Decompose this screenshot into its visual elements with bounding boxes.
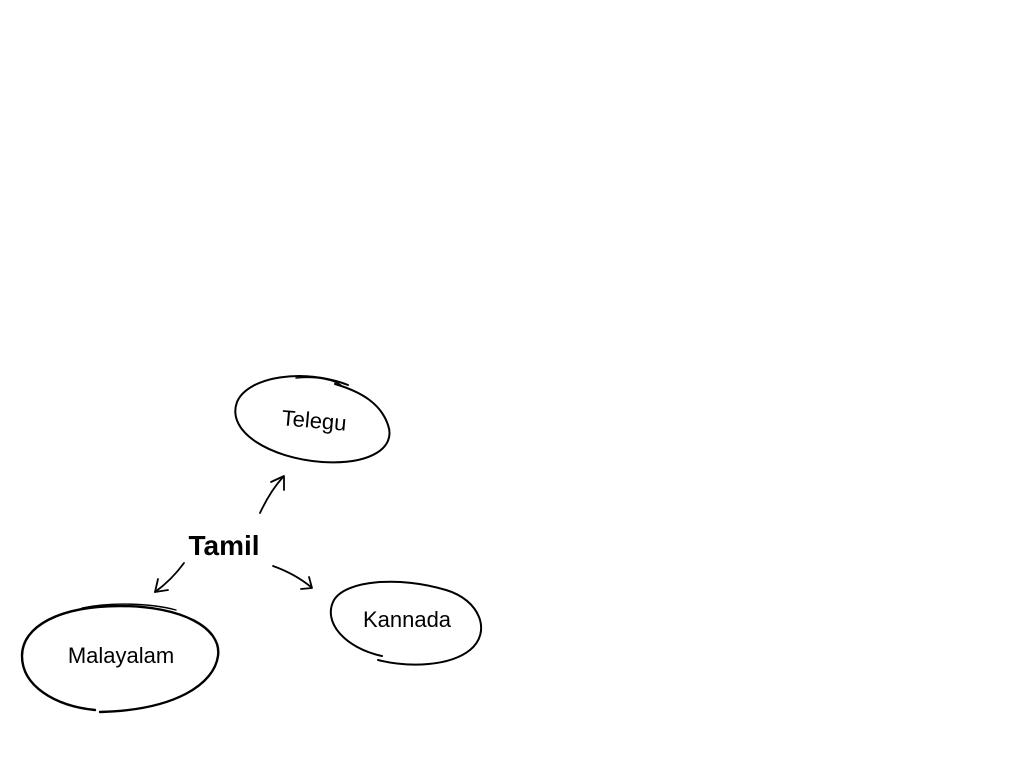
- node-telegu-label: Telegu: [281, 405, 348, 436]
- edge-tamil-kannada-arrowhead: [300, 576, 313, 590]
- node-telegu[interactable]: Telegu: [234, 375, 391, 464]
- node-kannada-outline: [329, 580, 482, 666]
- edge-tamil-telegu-arrowhead: [270, 475, 285, 491]
- node-malayalam[interactable]: Malayalam: [20, 603, 220, 714]
- node-malayalam-outline: [20, 604, 220, 714]
- edge-tamil-telegu: [259, 475, 285, 514]
- node-malayalam-outline-overlap: [81, 603, 177, 611]
- edge-tamil-malayalam-line: [154, 562, 185, 593]
- node-malayalam-label: Malayalam: [68, 643, 174, 668]
- node-telegu-outline: [234, 375, 391, 464]
- node-kannada[interactable]: Kannada: [329, 580, 482, 666]
- edge-tamil-kannada-line: [272, 565, 312, 588]
- edge-tamil-malayalam-arrowhead: [154, 578, 169, 593]
- node-kannada-label: Kannada: [363, 607, 452, 632]
- edge-tamil-telegu-line: [259, 476, 284, 514]
- node-telegu-outline-overlap: [295, 376, 343, 387]
- center-node-label[interactable]: Tamil: [188, 530, 259, 561]
- edge-tamil-malayalam: [154, 562, 185, 593]
- edge-tamil-kannada: [272, 565, 313, 590]
